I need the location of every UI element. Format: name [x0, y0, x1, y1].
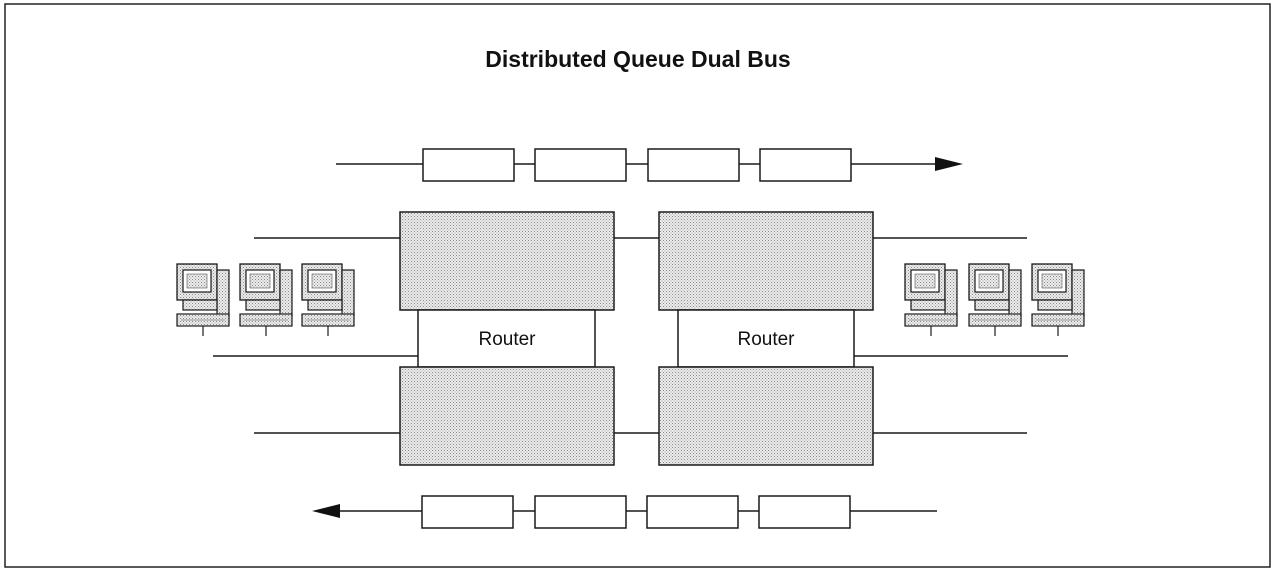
computer-workstation-icon: [969, 264, 1021, 336]
right-arrow-icon: [935, 157, 963, 171]
left-workstations: [177, 264, 418, 356]
computer-workstation-icon: [905, 264, 957, 336]
diagram-title: Distributed Queue Dual Bus: [485, 46, 790, 72]
top-bus-cell: [760, 149, 851, 181]
left-arrow-icon: [312, 504, 340, 518]
shaded-block: [659, 367, 873, 465]
top-bus-cell: [535, 149, 626, 181]
router-label: Router: [478, 329, 536, 350]
bottom-bus: [312, 496, 937, 528]
shaded-block: [400, 367, 614, 465]
computer-workstation-icon: [240, 264, 292, 336]
bottom-bus-cell: [647, 496, 738, 528]
right-node: Router: [659, 212, 873, 465]
bottom-bus-cell: [535, 496, 626, 528]
bottom-bus-cell: [759, 496, 850, 528]
top-bus-cell: [423, 149, 514, 181]
shaded-block: [659, 212, 873, 310]
router-label: Router: [737, 329, 795, 350]
right-workstations: [854, 264, 1084, 356]
computer-workstation-icon: [302, 264, 354, 336]
top-bus: [336, 149, 963, 181]
computer-workstation-icon: [1032, 264, 1084, 336]
shaded-block: [400, 212, 614, 310]
bottom-bus-cell: [422, 496, 513, 528]
computer-workstation-icon: [177, 264, 229, 336]
top-bus-cell: [648, 149, 739, 181]
left-node: Router: [400, 212, 614, 465]
